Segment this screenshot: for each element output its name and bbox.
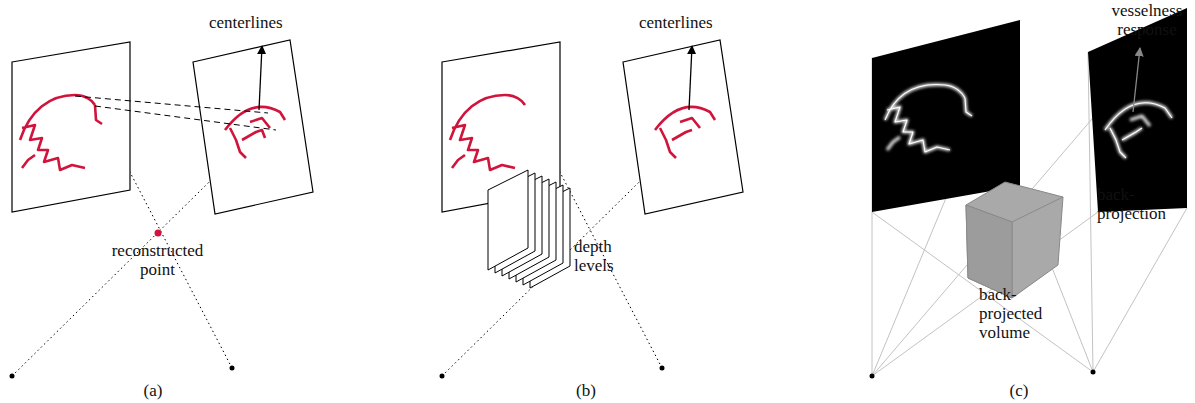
- leader: [689, 46, 692, 110]
- depth-levels: [488, 170, 570, 288]
- panel-letter: (b): [571, 381, 601, 400]
- panel-letter: (a): [138, 381, 168, 400]
- camera-center: [660, 366, 665, 371]
- image-plane: [193, 40, 313, 214]
- image-plane: [623, 40, 743, 214]
- annotation-label: back-projection: [1097, 185, 1183, 223]
- vesselness-image: [872, 20, 1020, 212]
- depth-level: [488, 170, 528, 270]
- projection-line: [1093, 208, 1187, 372]
- camera-center: [870, 374, 875, 379]
- panel-letter: (c): [1004, 381, 1034, 400]
- annotation-label: reconstructed point: [100, 241, 215, 279]
- panel-c: [872, 8, 1187, 376]
- image-plane: [12, 42, 130, 212]
- cube-face: [966, 205, 1012, 298]
- callout-label: vesselness response: [1102, 1, 1192, 39]
- panel-b: [440, 40, 744, 379]
- centerline: [20, 95, 102, 170]
- back-projected-volume: [966, 182, 1063, 298]
- leader: [1133, 48, 1140, 112]
- callout-label: centerlines: [639, 13, 749, 32]
- callout-label: centerlines: [209, 13, 319, 32]
- camera-center: [230, 366, 235, 371]
- centerline: [450, 95, 525, 170]
- vesselness-response: [885, 85, 1172, 158]
- panel-c-planes: [870, 8, 1188, 379]
- reconstructed-point: [155, 230, 162, 237]
- panel-a: [10, 40, 314, 379]
- camera-center: [1091, 370, 1096, 375]
- centerline: [225, 107, 285, 158]
- correspondence: [75, 96, 268, 113]
- camera-center: [10, 374, 15, 379]
- annotation-label: back-projected volume: [979, 285, 1075, 342]
- centerline: [655, 107, 715, 158]
- annotation-label: depth levels: [574, 237, 636, 275]
- correspondence: [95, 106, 276, 130]
- leader: [259, 46, 262, 110]
- camera-center: [440, 374, 445, 379]
- projection-line: [872, 8, 1187, 376]
